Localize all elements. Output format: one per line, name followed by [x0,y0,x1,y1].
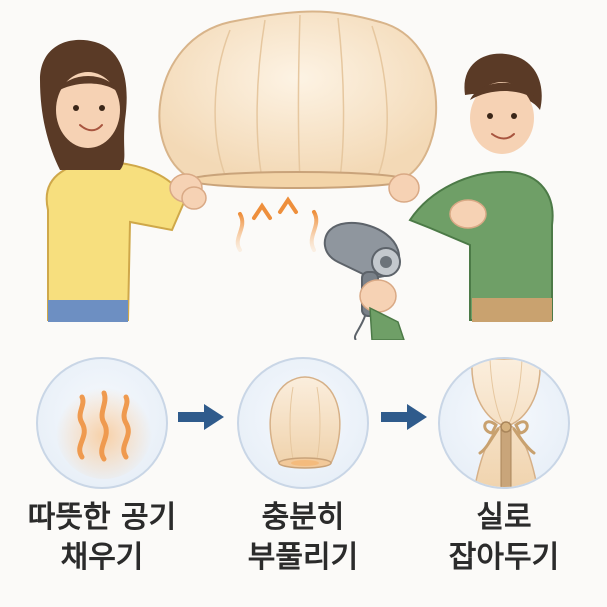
warm-air-icon [56,383,152,479]
step-3-caption-line1: 실로 [476,500,532,535]
step-2-caption-line2: 부풀리기 [247,540,359,575]
arrow-right-icon [381,404,427,430]
arrow-right-icon [178,404,224,430]
step-1-caption-line1: 따뜻한 공기 [27,500,177,535]
step-3-caption: 실로 잡아두기 [404,498,604,578]
step-3-caption-line2: 잡아두기 [448,540,560,575]
step-1-circle [36,357,168,489]
warm-air-arrows [235,196,319,252]
step-1-caption-line2: 채우기 [60,540,144,575]
woman-figure [40,39,207,322]
step-1-caption: 따뜻한 공기 채우기 [2,498,202,578]
step-2-caption-line1: 충분히 [261,500,345,535]
hair-dryer [323,221,405,340]
inflated-lantern-icon [269,376,341,469]
sky-lantern [158,10,438,189]
tied-lantern-icon [471,359,541,487]
step-2-caption: 충분히 부풀리기 [203,498,403,578]
man-figure [388,53,554,322]
illustration-scene [40,10,554,340]
step-2-circle [237,357,369,489]
step-3-circle [438,357,570,489]
